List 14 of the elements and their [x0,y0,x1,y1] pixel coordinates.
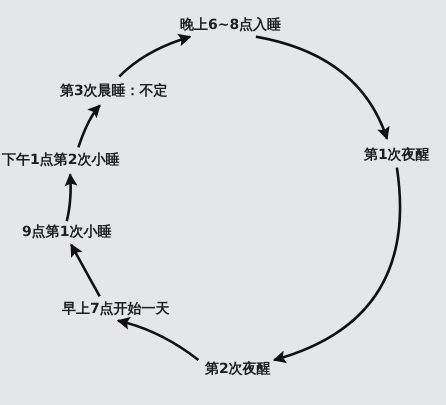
curved-arrow [70,243,101,298]
stage-label: 第1次夜醒 [364,146,430,164]
stage-label: 晚上6~8点入睡 [180,16,282,34]
curved-arrow [272,167,402,363]
stage-label: 第3次晨睡：不定 [60,82,168,100]
curved-arrow [64,173,78,222]
stage-label: 第2次夜醒 [205,360,271,378]
curved-arrow [118,34,192,78]
curved-arrow [256,35,390,140]
stage-label: 9点第1次小睡 [22,223,112,241]
curved-arrow [77,104,101,148]
stage-label: 下午1点第2次小睡 [2,151,120,169]
curved-arrow [116,317,200,362]
stage-label: 早上7点开始一天 [62,300,170,318]
